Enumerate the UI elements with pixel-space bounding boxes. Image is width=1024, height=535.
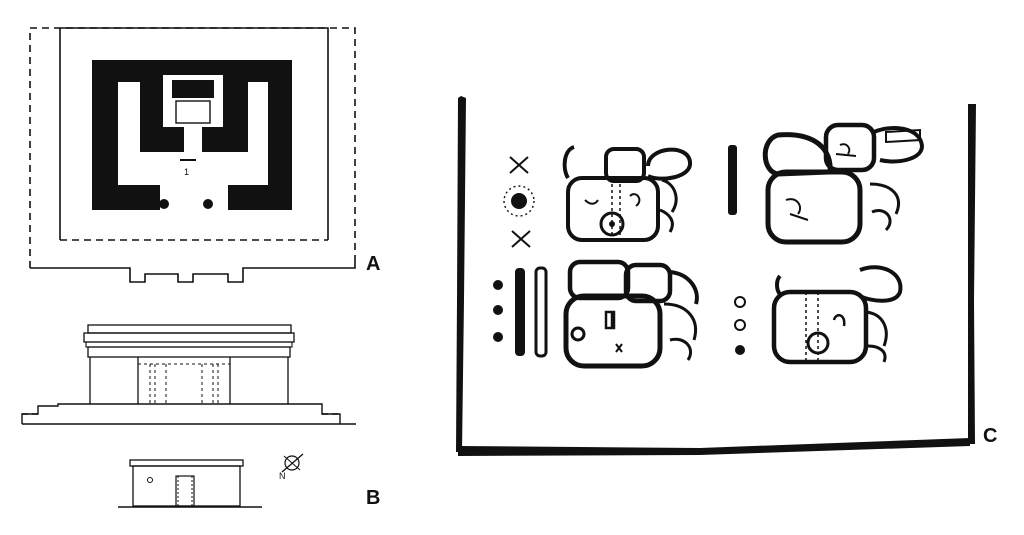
glyph-block-3: [563, 259, 699, 369]
room-number: 1: [184, 167, 189, 177]
numeral-bar: [728, 145, 737, 215]
glyph-block-2: [762, 122, 925, 245]
front-elevation: [21, 324, 356, 425]
terrace-outline: [59, 27, 329, 240]
numeral-bars-left: [515, 266, 548, 358]
panel-label-a: A: [366, 253, 380, 275]
shrine-doorway: [184, 127, 202, 152]
numeral-cross-bottom: [511, 230, 531, 248]
plan-view: 1: [29, 27, 356, 283]
panel-label-b: B: [366, 487, 380, 509]
numeral-dots-left: [493, 280, 503, 342]
column-left: [159, 199, 169, 209]
shrine-block: [172, 80, 214, 98]
numeral-dots-right: [734, 296, 746, 355]
numeral-cross-top: [509, 156, 529, 174]
side-elevation: [118, 459, 262, 508]
glyph-block-1: [562, 145, 692, 242]
glyph-block-4: [771, 265, 903, 365]
platform-front-steps: [30, 262, 356, 283]
shrine-chamber: [175, 100, 211, 124]
north-arrow-icon: N: [279, 453, 304, 481]
north-label: N: [279, 471, 286, 481]
panel-label-c: C: [983, 425, 997, 447]
numeral-dot-ring: [503, 185, 535, 217]
inscription-frame: [456, 96, 976, 456]
column-right: [203, 199, 213, 209]
